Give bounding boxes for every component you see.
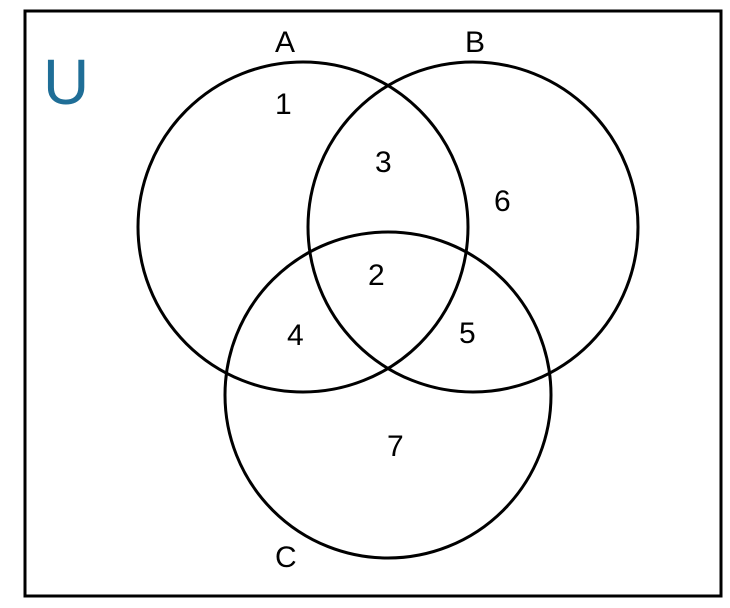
set-c-circle bbox=[223, 230, 553, 560]
universe-frame bbox=[23, 9, 723, 598]
set-b-label: B bbox=[465, 26, 485, 59]
region-a-b-c: 2 bbox=[368, 259, 385, 292]
set-c-label: C bbox=[275, 541, 297, 574]
region-only-a: 1 bbox=[275, 88, 292, 121]
universe-label: U bbox=[43, 46, 89, 118]
set-a-label: A bbox=[275, 26, 295, 59]
set-b-circle bbox=[306, 60, 640, 394]
set-a-circle bbox=[136, 60, 470, 394]
region-a-b-only: 3 bbox=[375, 146, 392, 179]
region-a-c-only: 4 bbox=[287, 319, 304, 352]
region-only-b: 6 bbox=[494, 185, 511, 218]
region-only-c: 7 bbox=[387, 430, 404, 463]
region-b-c-only: 5 bbox=[459, 317, 476, 350]
